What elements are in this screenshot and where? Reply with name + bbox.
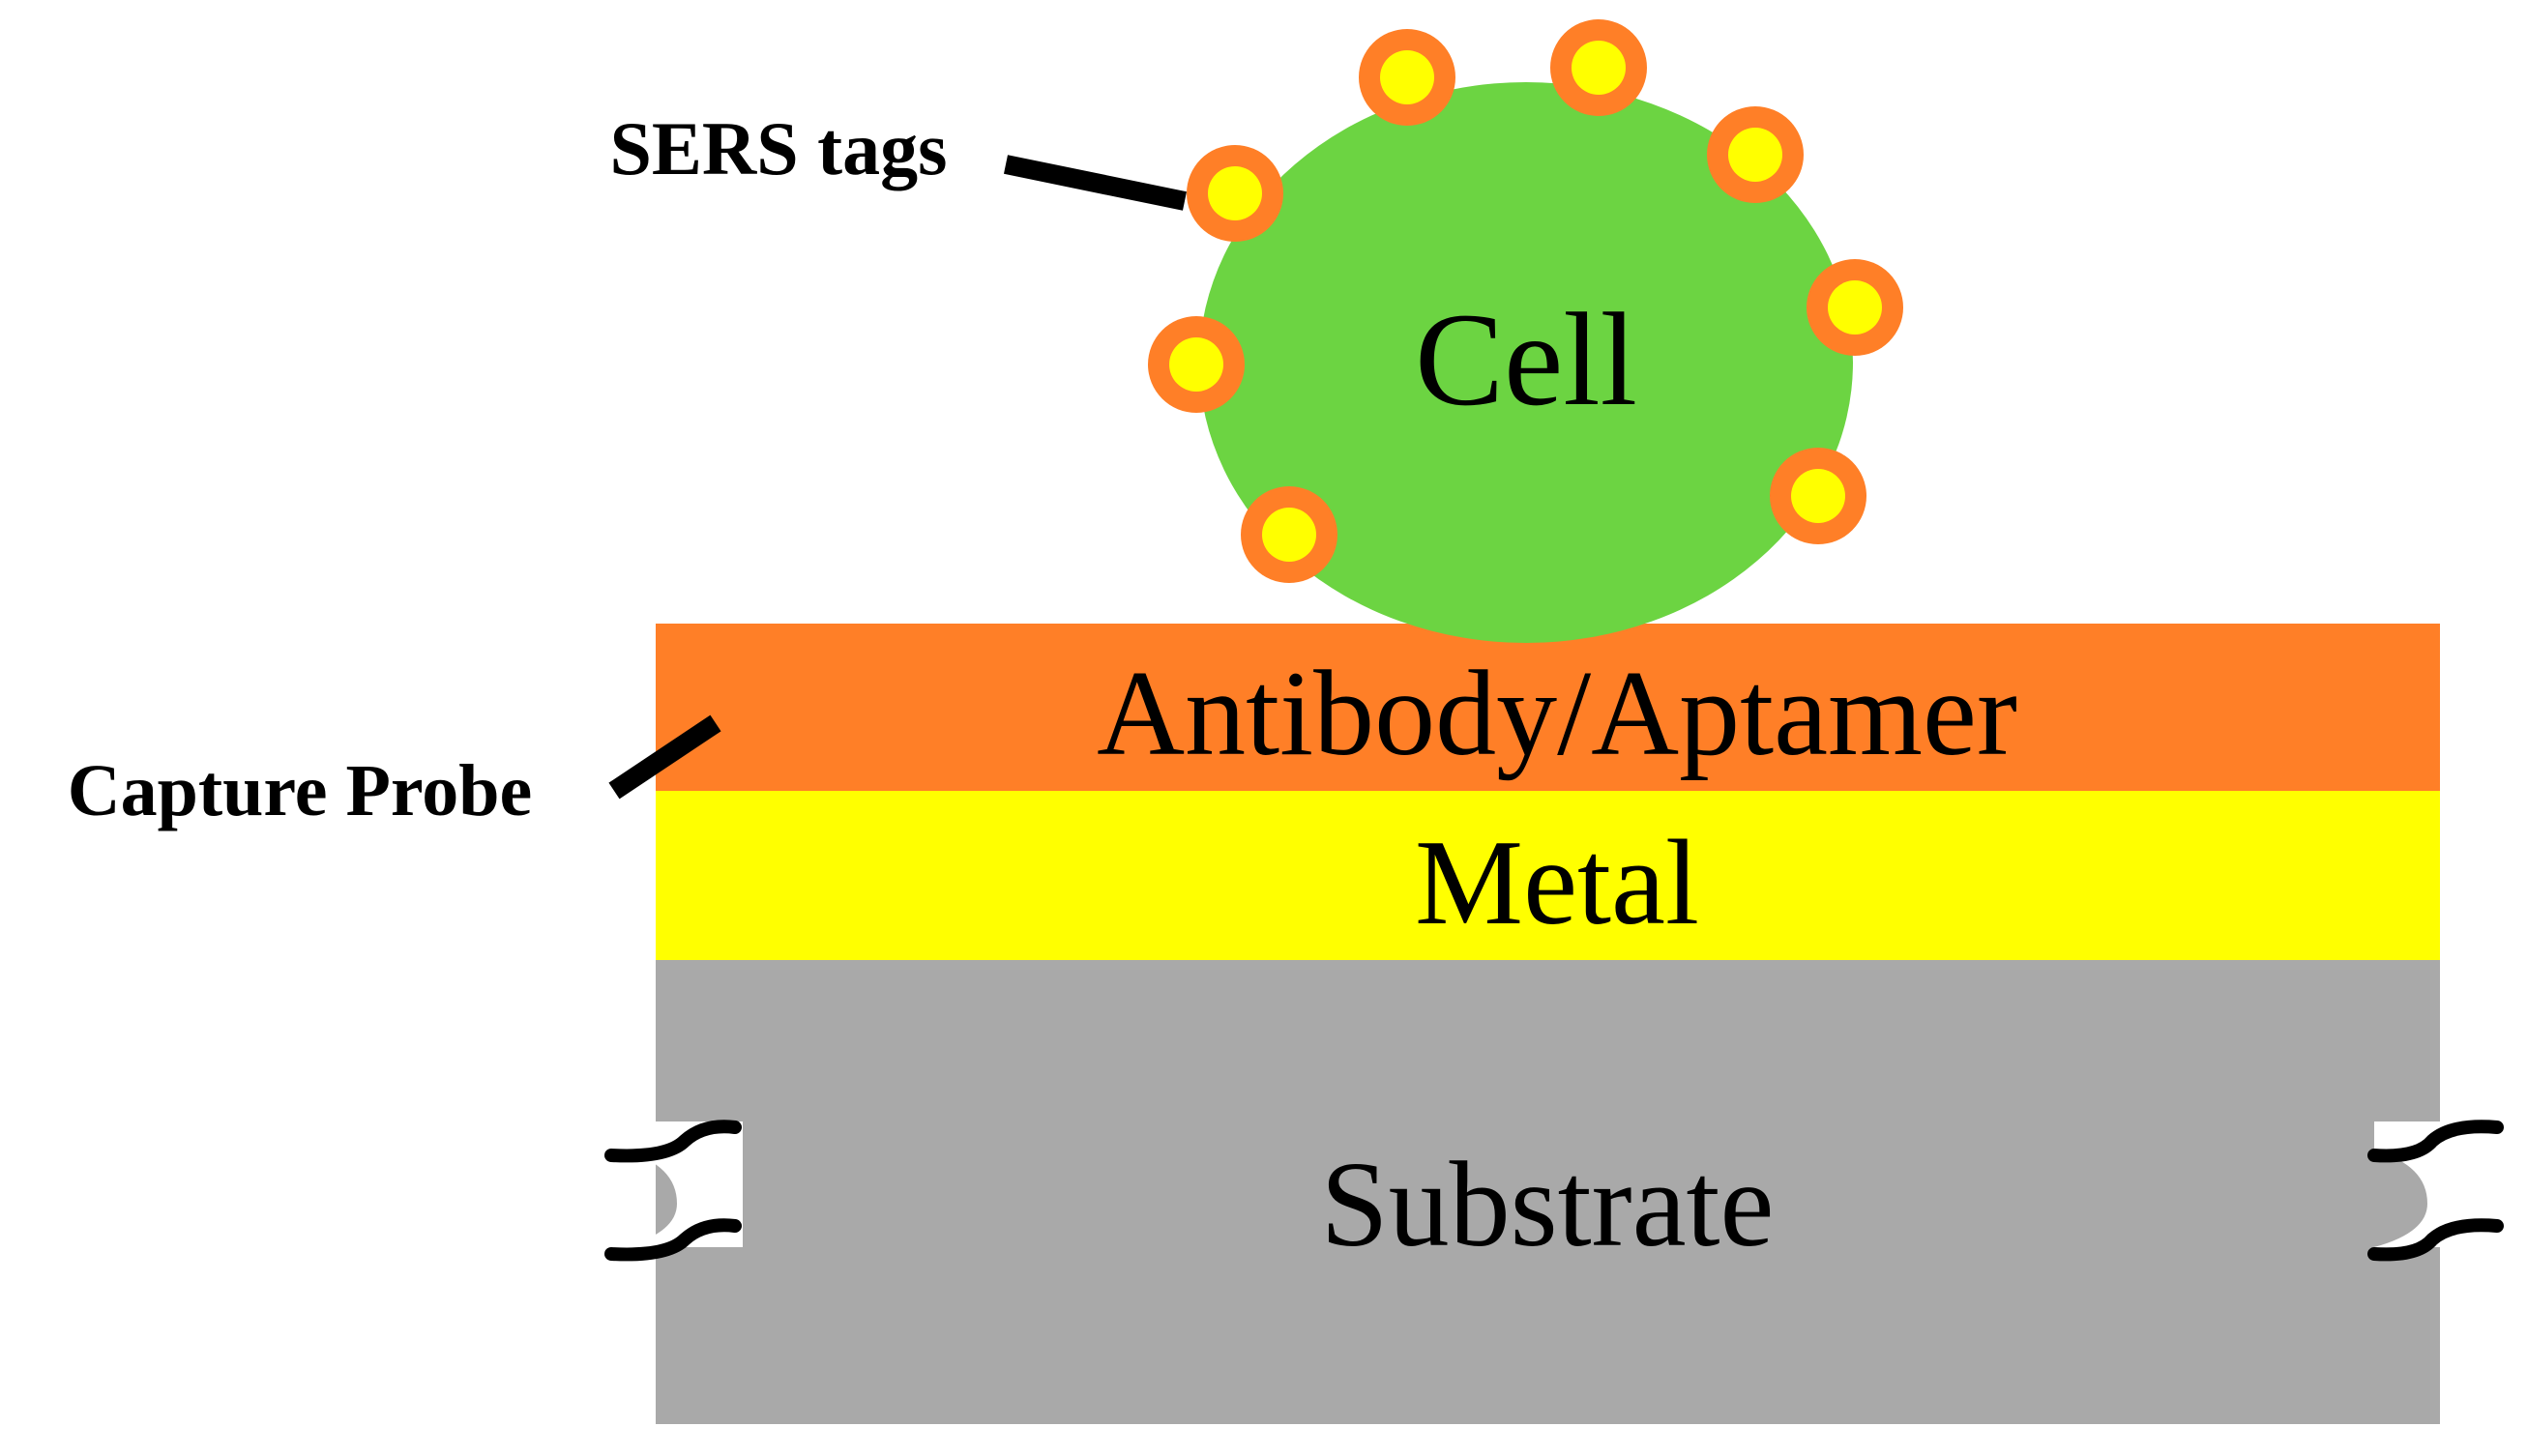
antibody-layer — [656, 624, 2440, 791]
cell-label: Cell — [1415, 285, 1637, 433]
substrate-break-left — [604, 1120, 743, 1262]
substrate-layer-label: Substrate — [1321, 1138, 1775, 1272]
sers-tags-leader-line — [1003, 155, 1188, 211]
sers-tag — [1148, 316, 1245, 413]
sers-tag — [1359, 29, 1455, 126]
metal-layer — [656, 791, 2440, 960]
sers-tag — [1550, 19, 1647, 116]
substrate-break-right — [2367, 1120, 2505, 1262]
capture-probe-label: Capture Probe — [68, 750, 533, 831]
capture-probe-leader-line — [608, 714, 721, 800]
sers-tag — [1807, 259, 1903, 356]
substrate-layer — [656, 960, 2440, 1424]
metal-layer-label: Metal — [1415, 816, 1699, 950]
sers-tag — [1241, 486, 1337, 583]
sers-tag — [1187, 145, 1283, 242]
sers-tag — [1707, 106, 1804, 203]
cell — [1199, 82, 1853, 643]
sers-tags — [1148, 19, 1903, 583]
sers-tags-label: SERS tags — [610, 106, 948, 190]
sers-tag — [1770, 448, 1866, 544]
antibody-layer-label: Antibody/Aptamer — [1097, 647, 2017, 781]
